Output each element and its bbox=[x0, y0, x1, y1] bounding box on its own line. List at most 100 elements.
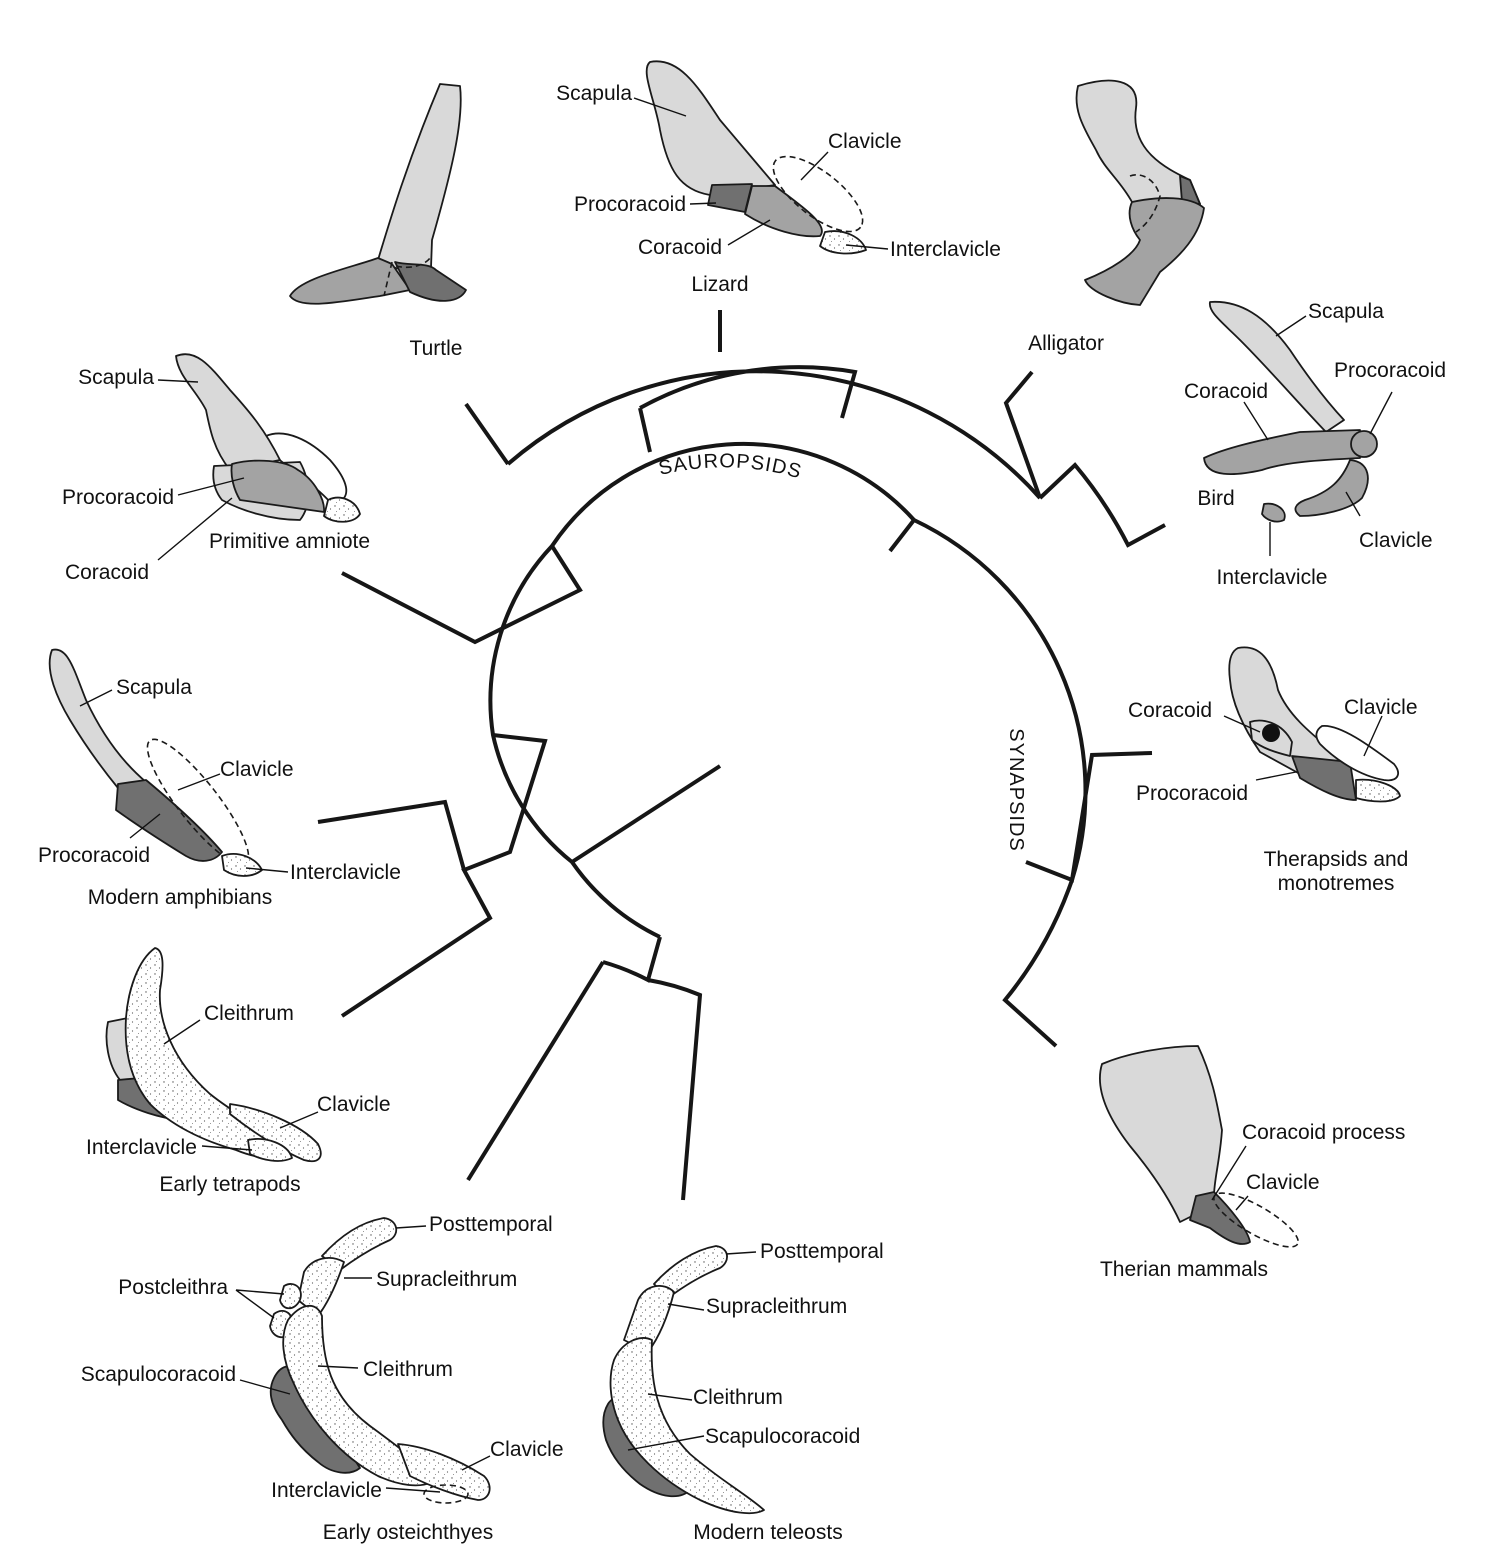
amniote-procoracoid-bone bbox=[230, 459, 325, 513]
tree-synapsid-arc bbox=[913, 518, 1088, 881]
taxon-name-lizard: Lizard bbox=[691, 273, 748, 296]
teleost-posttemporal-bone bbox=[653, 1245, 728, 1299]
label-bird-interclavicle: Interclavicle bbox=[1217, 566, 1328, 589]
lizard-interclavicle-bone bbox=[819, 230, 867, 255]
label-amniote-scapula: Scapula bbox=[78, 366, 154, 389]
amniote-leader-lines bbox=[157, 379, 245, 561]
label-osteichthyes-clavicle: Clavicle bbox=[490, 1438, 564, 1461]
label-osteichthyes-posttemporal: Posttemporal bbox=[429, 1213, 553, 1236]
tree-archosaur-node bbox=[1038, 462, 1166, 548]
amniote-interclavicle-bone bbox=[323, 496, 361, 523]
tetrapod-leader-lines bbox=[163, 1019, 319, 1151]
bird-clavicle-bone bbox=[1294, 459, 1369, 517]
label-therian-clavicle: Clavicle bbox=[1246, 1171, 1320, 1194]
phylogenetic-tree: SAUROPSIDS SYNAPSIDS bbox=[317, 310, 1166, 1201]
bird-procoracoid-bone bbox=[1350, 430, 1378, 458]
label-therapsid-procoracoid: Procoracoid bbox=[1136, 782, 1248, 805]
taxon-name-primitive-amniote: Primitive amniote bbox=[209, 530, 370, 553]
label-bird-procoracoid: Procoracoid bbox=[1334, 359, 1446, 382]
label-teleost-cleithrum: Cleithrum bbox=[693, 1386, 783, 1409]
taxon-name-early-osteichthyes: Early osteichthyes bbox=[323, 1521, 493, 1544]
amniote-scapula-bone bbox=[175, 353, 281, 471]
lizard-leader-lines bbox=[633, 97, 889, 250]
teleost-cleithrum-bone bbox=[609, 1337, 765, 1515]
therian-coracoid-process bbox=[1189, 1191, 1251, 1245]
clade-label-synapsids: SYNAPSIDS bbox=[1005, 728, 1027, 851]
therian-leader-lines bbox=[1211, 1145, 1249, 1211]
osteichthyes-clavicle-bone bbox=[397, 1443, 491, 1501]
bird-leader-lines bbox=[1243, 315, 1393, 556]
bird-girdle: Scapula Procoracoid Coracoid Bird Clavic… bbox=[1184, 300, 1446, 589]
bird-coracoid-bone bbox=[1203, 429, 1361, 475]
branch-turtle bbox=[464, 402, 510, 466]
label-teleost-supracleithrum: Supracleithrum bbox=[706, 1295, 847, 1318]
label-teleost-scapulocoracoid: Scapulocoracoid bbox=[705, 1425, 860, 1448]
label-bird-scapula: Scapula bbox=[1308, 300, 1384, 323]
turtle-girdle: Turtle bbox=[289, 83, 467, 360]
alligator-coracoid-bone bbox=[1084, 197, 1205, 306]
osteichthyes-postcleithrum-upper bbox=[279, 1283, 302, 1310]
amphibian-scapula-bone bbox=[48, 648, 147, 789]
branch-alligator bbox=[1003, 370, 1042, 499]
modern-teleosts-girdle: Posttemporal Supracleithrum Cleithrum Sc… bbox=[602, 1240, 884, 1544]
tree-teleost-node bbox=[602, 936, 662, 983]
therapsid-interclavicle-bone bbox=[1355, 778, 1401, 803]
label-amphibian-interclavicle: Interclavicle bbox=[290, 861, 401, 884]
label-tetrapod-cleithrum: Cleithrum bbox=[204, 1002, 294, 1025]
taxon-name-modern-amphibians: Modern amphibians bbox=[88, 886, 272, 909]
label-bird-clavicle: Clavicle bbox=[1359, 529, 1433, 552]
label-amphibian-scapula: Scapula bbox=[116, 676, 192, 699]
taxon-name-bird: Bird bbox=[1197, 487, 1234, 510]
bird-scapula-bone bbox=[1209, 301, 1345, 433]
label-teleost-posttemporal: Posttemporal bbox=[760, 1240, 884, 1263]
alligator-scapula-tip bbox=[1179, 175, 1201, 205]
label-osteichthyes-supracleithrum: Supracleithrum bbox=[376, 1268, 517, 1291]
label-tetrapod-interclavicle: Interclavicle bbox=[86, 1136, 197, 1159]
taxon-name-alligator: Alligator bbox=[1028, 332, 1104, 355]
therian-scapula-bone bbox=[1099, 1045, 1223, 1223]
branch-early-osteichthyes bbox=[466, 960, 605, 1182]
label-lizard-procoracoid: Procoracoid bbox=[574, 193, 686, 216]
therapsid-procoracoid-bone bbox=[1291, 755, 1357, 801]
amphibian-leader-lines bbox=[79, 689, 289, 873]
osteichthyes-interclavicle-outline bbox=[423, 1484, 469, 1504]
label-therapsid-clavicle: Clavicle bbox=[1344, 696, 1418, 719]
therian-mammals-girdle: Coracoid process Clavicle Therian mammal… bbox=[1099, 1045, 1405, 1281]
turtle-suture-line bbox=[383, 257, 431, 297]
therapsid-leader-lines bbox=[1223, 715, 1383, 781]
taxon-name-therapsids-line1: Therapsids and bbox=[1264, 848, 1409, 871]
turtle-coracoid-bone bbox=[289, 257, 411, 305]
label-osteichthyes-cleithrum: Cleithrum bbox=[363, 1358, 453, 1381]
taxon-name-therian-mammals: Therian mammals bbox=[1100, 1258, 1268, 1281]
label-amniote-coracoid: Coracoid bbox=[65, 561, 149, 584]
label-tetrapod-clavicle: Clavicle bbox=[317, 1093, 391, 1116]
tree-sauropsid-arc bbox=[506, 369, 1042, 500]
lizard-clavicle-outline bbox=[772, 155, 864, 233]
clade-label-sauropsids: SAUROPSIDS bbox=[657, 450, 805, 483]
tree-tetrapod-node bbox=[340, 733, 548, 1018]
alligator-girdle: Alligator bbox=[1028, 79, 1205, 355]
therapsids-girdle: Coracoid Clavicle Procoracoid Therapsids… bbox=[1128, 646, 1418, 895]
label-therian-coracoid-process: Coracoid process bbox=[1242, 1121, 1405, 1144]
teleost-leader-lines bbox=[627, 1251, 757, 1451]
taxon-name-modern-teleosts: Modern teleosts bbox=[693, 1521, 842, 1544]
taxon-name-early-tetrapods: Early tetrapods bbox=[159, 1173, 300, 1196]
primitive-amniote-girdle: Scapula Procoracoid Primitive amniote Co… bbox=[62, 353, 370, 584]
tree-main-arc bbox=[488, 441, 916, 864]
tree-synapsid-node bbox=[1025, 751, 1153, 883]
label-lizard-interclavicle: Interclavicle bbox=[890, 238, 1001, 261]
taxon-name-therapsids-line2: monotremes bbox=[1278, 872, 1395, 895]
label-therapsid-coracoid: Coracoid bbox=[1128, 699, 1212, 722]
turtle-procoracoid-bone bbox=[394, 261, 467, 302]
amphibian-interclavicle-bone bbox=[221, 853, 263, 877]
tree-root-branch bbox=[570, 764, 722, 864]
tree-sauropsid-node bbox=[888, 518, 916, 553]
bird-interclavicle-bone bbox=[1261, 502, 1286, 523]
label-osteichthyes-interclavicle: Interclavicle bbox=[271, 1479, 382, 1502]
tree-actinopterygian-arc bbox=[570, 860, 661, 939]
label-amphibian-clavicle: Clavicle bbox=[220, 758, 294, 781]
tree-amniote-node bbox=[341, 544, 583, 645]
early-osteichthyes-girdle: Posttemporal Postcleithra Supracleithrum… bbox=[81, 1213, 564, 1544]
label-amphibian-procoracoid: Procoracoid bbox=[38, 844, 150, 867]
